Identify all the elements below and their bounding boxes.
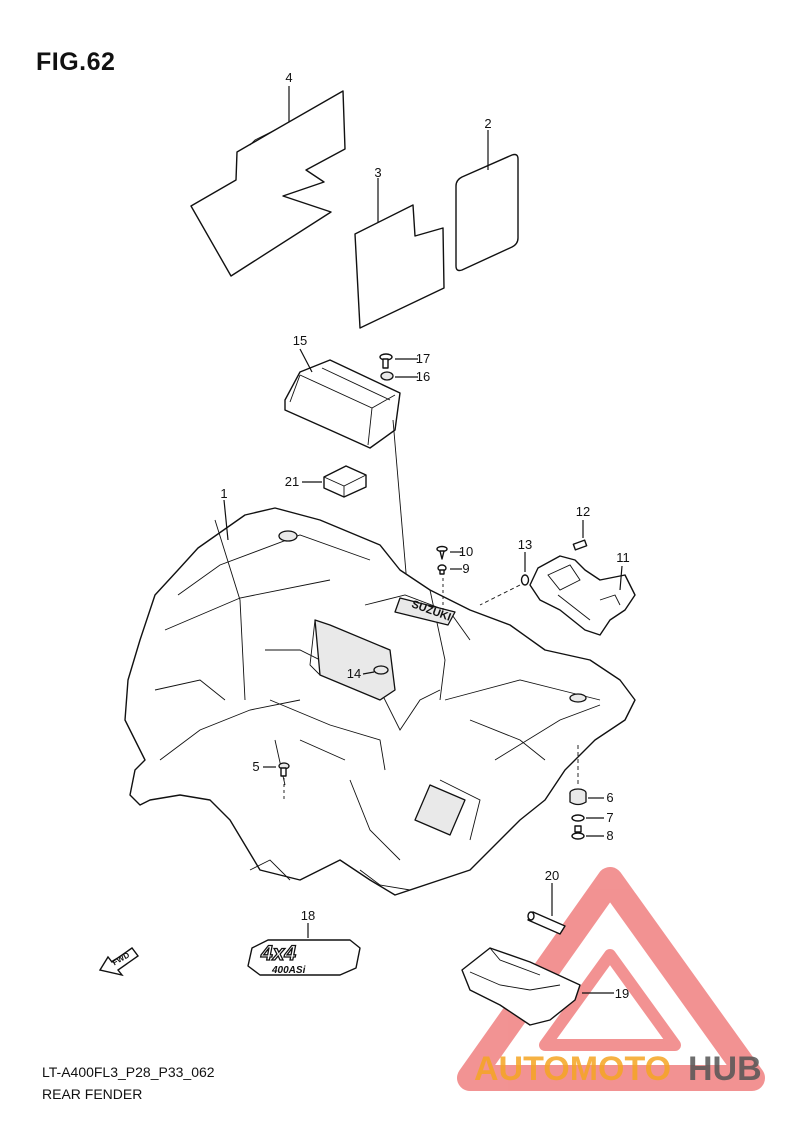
part-14-plug xyxy=(373,665,389,675)
callout-9: 9 xyxy=(462,561,469,576)
callout-18: 18 xyxy=(301,908,315,923)
part-3-decal xyxy=(354,204,445,329)
part-1-rear-fender xyxy=(124,507,636,896)
callout-14: 14 xyxy=(347,666,361,681)
callout-5: 5 xyxy=(252,759,259,774)
part-12-screw xyxy=(572,539,588,551)
part-17-screw xyxy=(379,353,393,369)
callout-2: 2 xyxy=(484,116,491,131)
leader-11 xyxy=(619,565,623,591)
callout-10: 10 xyxy=(459,544,473,559)
callout-8: 8 xyxy=(606,828,613,843)
part-8-bolt xyxy=(571,825,585,840)
callout-19: 19 xyxy=(615,986,629,1001)
callout-21: 21 xyxy=(285,474,299,489)
callout-1: 1 xyxy=(220,486,227,501)
callout-17: 17 xyxy=(416,351,430,366)
part-18-4x4-decal: 4x4 400ASi xyxy=(247,939,361,976)
callout-6: 6 xyxy=(606,790,613,805)
callout-13: 13 xyxy=(518,537,532,552)
part-2-decal xyxy=(455,153,519,272)
callout-3: 3 xyxy=(374,165,381,180)
part-20-pin xyxy=(527,911,566,935)
callout-7: 7 xyxy=(606,810,613,825)
part-21-pad xyxy=(323,465,367,498)
figure-title: FIG.62 xyxy=(36,48,116,76)
leader-14 xyxy=(362,671,375,675)
fwd-arrow-icon: FWD xyxy=(98,947,139,977)
part-10-screw xyxy=(436,545,448,560)
part-9-clip xyxy=(437,564,447,575)
assembly-line-13 xyxy=(479,584,521,606)
callout-15: 15 xyxy=(293,333,307,348)
part-16-grommet xyxy=(380,371,394,381)
decal-400-text: 400ASi xyxy=(271,965,306,976)
watermark-text-part2: HUB xyxy=(688,1050,762,1088)
part-4-decal-sheet xyxy=(190,90,346,277)
part-7-washer xyxy=(571,814,585,822)
callout-4: 4 xyxy=(285,70,292,85)
part-15-storage-tray xyxy=(284,359,401,449)
leader-1 xyxy=(223,499,229,541)
callout-20: 20 xyxy=(545,868,559,883)
figure-code: LT-A400FL3_P28_P33_062 xyxy=(42,1064,215,1080)
callout-11: 11 xyxy=(616,550,630,565)
decal-4x4-text: 4x4 xyxy=(260,942,296,965)
callout-12: 12 xyxy=(576,504,590,519)
callout-16: 16 xyxy=(416,369,430,384)
watermark-text-part1: AUTOMOTO xyxy=(474,1050,671,1088)
part-11-bracket xyxy=(529,555,636,636)
figure-name: REAR FENDER xyxy=(42,1086,143,1102)
leader-15 xyxy=(299,348,313,373)
part-5-bolt xyxy=(278,762,290,777)
part-19-cover xyxy=(461,947,581,1026)
part-13-nut xyxy=(520,574,530,586)
part-6-collar xyxy=(569,788,587,806)
